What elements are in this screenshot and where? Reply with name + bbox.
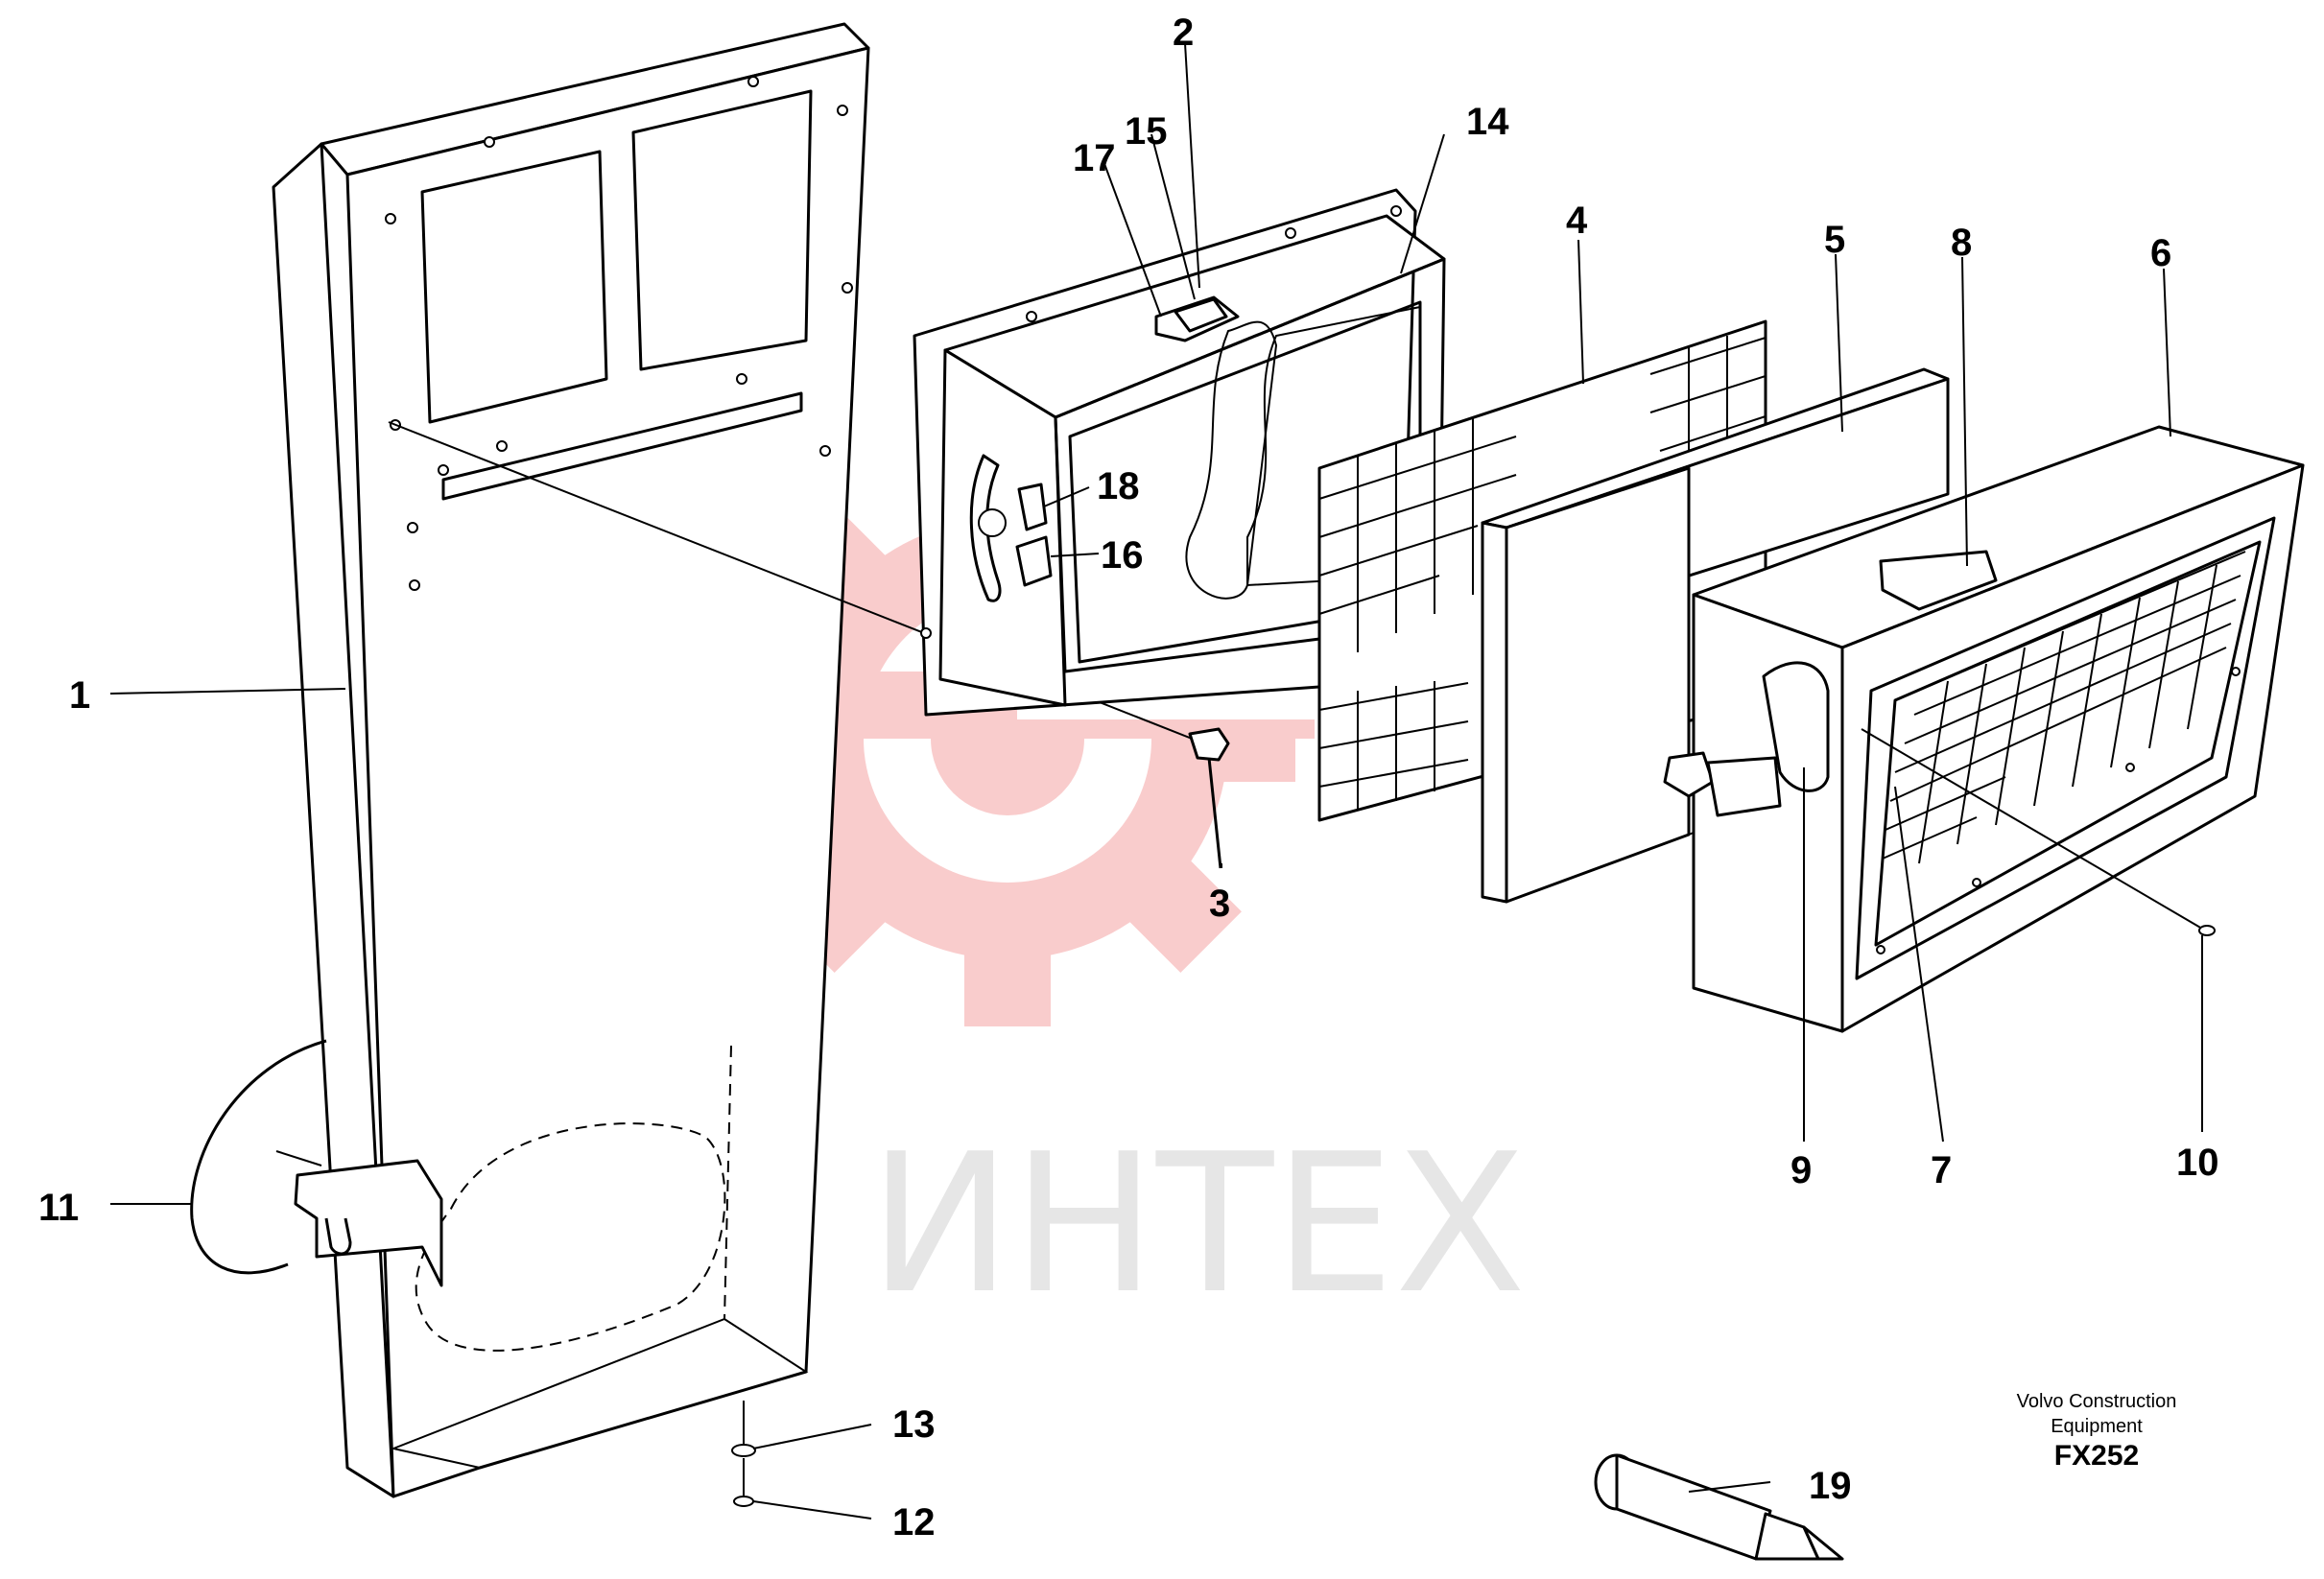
credit-code: FX252 bbox=[2054, 1440, 2139, 1472]
part-11-wire-and-bracket bbox=[190, 1039, 443, 1287]
callout-16: 16 bbox=[1101, 534, 1144, 577]
part-19-sealant-tube bbox=[1594, 1453, 1844, 1561]
callout-19: 19 bbox=[1809, 1465, 1852, 1507]
callout-10: 10 bbox=[2176, 1142, 2219, 1184]
callout-6: 6 bbox=[2150, 232, 2171, 274]
callout-13: 13 bbox=[892, 1403, 936, 1446]
callout-7: 7 bbox=[1931, 1149, 1952, 1191]
callout-1: 1 bbox=[69, 674, 90, 717]
callout-12: 12 bbox=[892, 1501, 936, 1544]
callout-9: 9 bbox=[1790, 1149, 1812, 1191]
part-5-filter-pad bbox=[1481, 367, 1950, 904]
watermark-text: ИНТЕХ bbox=[868, 1113, 1527, 1336]
callout-14: 14 bbox=[1466, 101, 1509, 143]
part-1-door-panel bbox=[272, 22, 870, 1498]
part-13-washer bbox=[731, 1401, 756, 1457]
callout-17: 17 bbox=[1073, 137, 1116, 179]
part-10-screw bbox=[1861, 728, 2216, 936]
credit-line-1: Volvo Construction bbox=[2017, 1391, 2177, 1412]
callout-15: 15 bbox=[1125, 110, 1168, 153]
callout-8: 8 bbox=[1951, 222, 1972, 264]
callout-2: 2 bbox=[1173, 12, 1194, 54]
callout-5: 5 bbox=[1824, 219, 1845, 261]
part-12-screw bbox=[733, 1458, 754, 1507]
callout-18: 18 bbox=[1097, 465, 1140, 507]
credit-block: Volvo Construction Equipment FX252 bbox=[2017, 1391, 2177, 1472]
part-2-frame bbox=[913, 188, 1446, 717]
credit-line-2: Equipment bbox=[2051, 1416, 2143, 1437]
callout-4: 4 bbox=[1566, 200, 1588, 242]
callout-3: 3 bbox=[1209, 883, 1230, 925]
callout-11: 11 bbox=[38, 1187, 79, 1229]
leader-lines bbox=[109, 42, 2203, 1520]
callout-labels: 1 2 3 4 5 6 7 8 9 10 11 12 13 14 15 16 1… bbox=[38, 12, 2219, 1544]
